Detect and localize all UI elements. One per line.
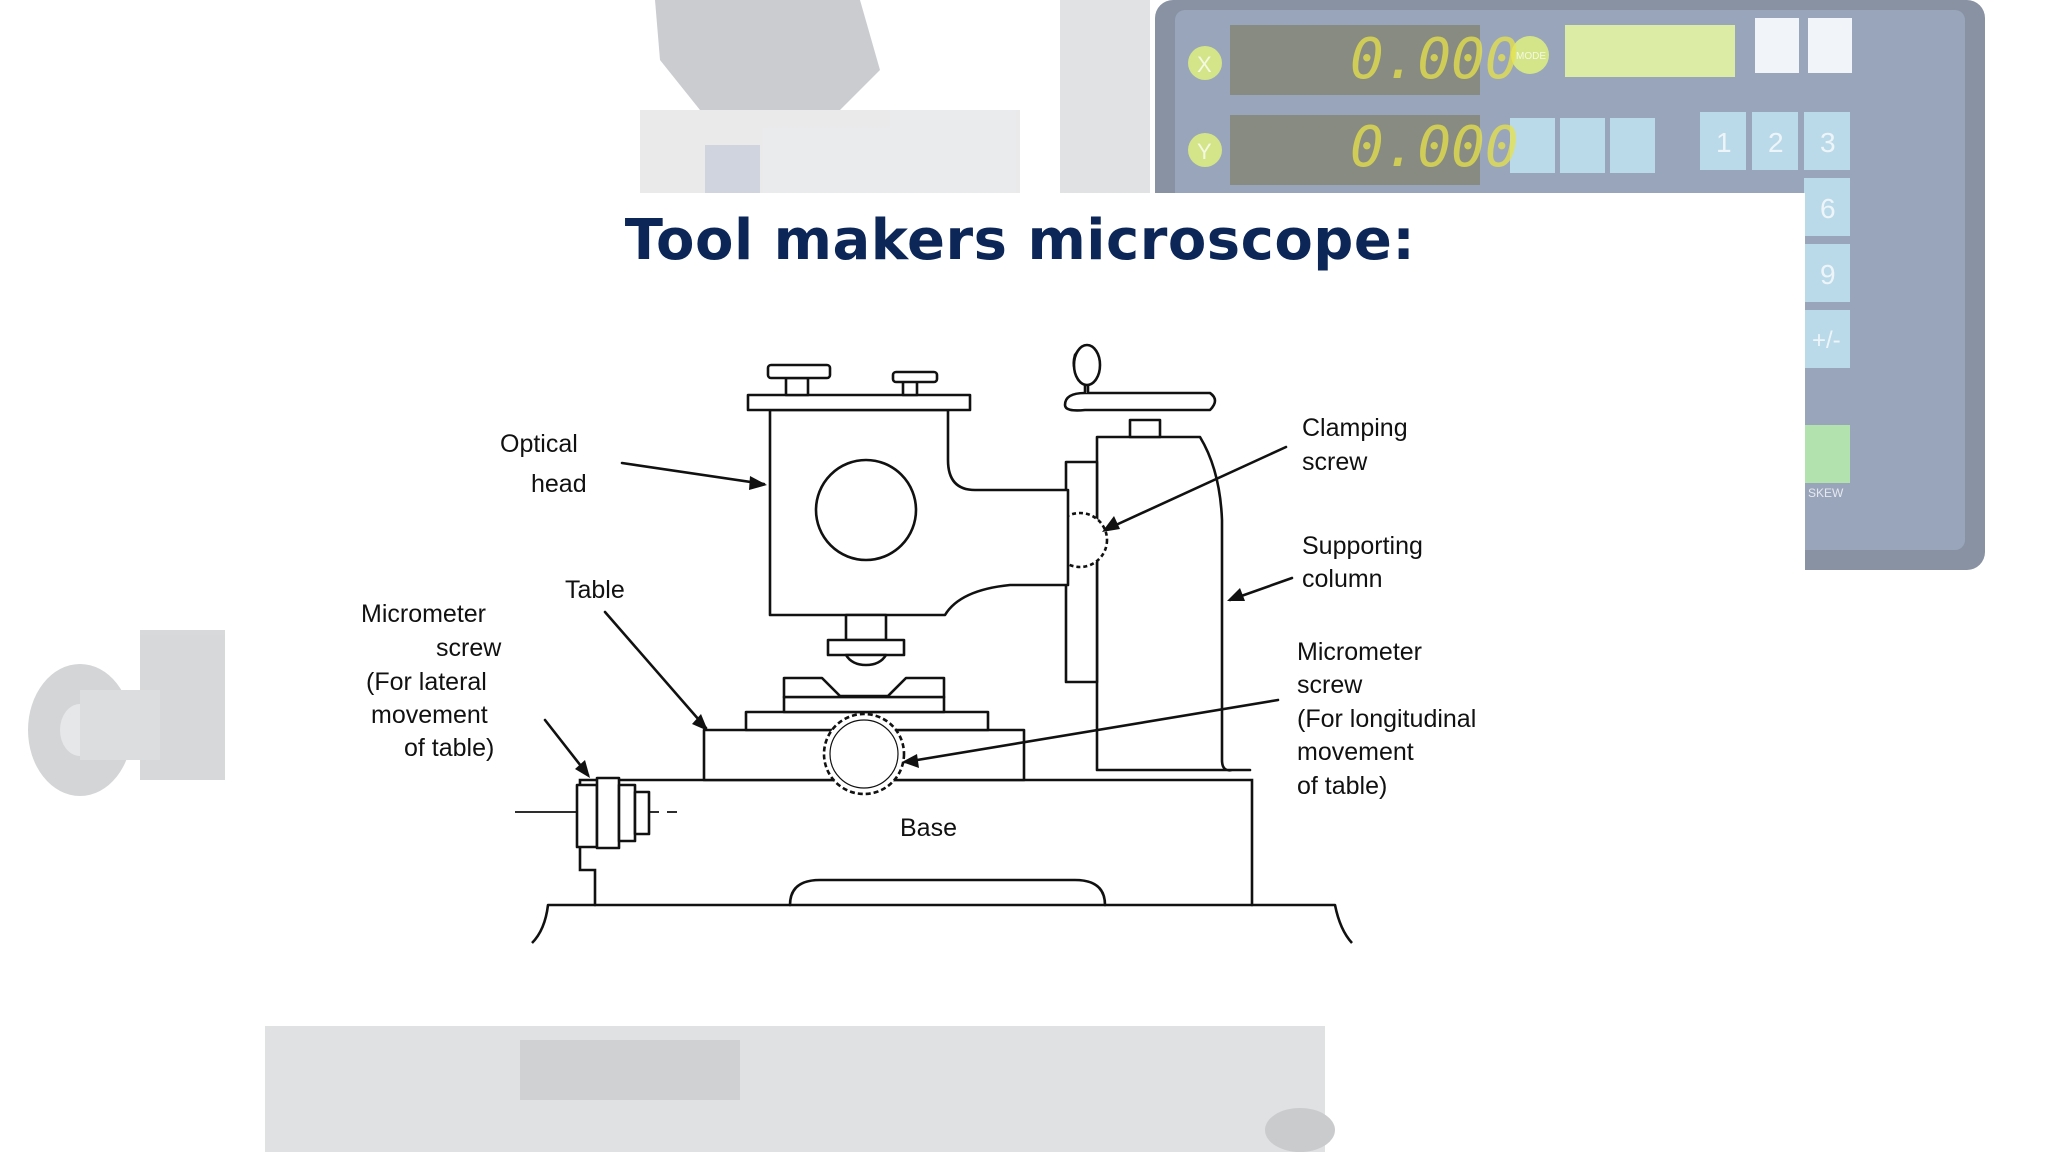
key-9: 9 (1820, 259, 1836, 290)
lateral-micrometer-drum (515, 776, 685, 850)
label-table: Table (565, 576, 625, 604)
label-micrometer-long-3: (For longitudinal (1297, 705, 1476, 733)
dro-x-label: X (1197, 52, 1212, 77)
label-supporting-column-2: column (1302, 565, 1383, 593)
label-micrometer-long-4: movement (1297, 738, 1414, 766)
key-plus-minus: +/- (1812, 327, 1841, 354)
label-clamping-screw-2: screw (1302, 448, 1368, 476)
key-1: 1 (1716, 127, 1732, 158)
optical-head (746, 363, 1070, 667)
base-slot (788, 878, 1107, 907)
longitudinal-micrometer-knob (822, 712, 906, 796)
key-3: 3 (1820, 127, 1836, 158)
label-clamping-screw-1: Clamping (1302, 414, 1408, 442)
label-micrometer-long-5: of table) (1297, 772, 1387, 800)
label-micrometer-lateral-1: Micrometer (361, 600, 486, 628)
label-base: Base (900, 814, 957, 842)
label-micrometer-long-1: Micrometer (1297, 638, 1422, 666)
label-micrometer-lateral-5: of table) (404, 734, 494, 762)
base-foot (531, 903, 1353, 944)
skew-label: SKEW (1808, 486, 1844, 500)
slide-title: Tool makers microscope: (624, 208, 1416, 273)
key-6: 6 (1820, 193, 1836, 224)
dro-y-value: 0.000 (1350, 115, 1519, 180)
dro-y-label: Y (1197, 139, 1212, 164)
label-optical-head-2: head (531, 470, 587, 498)
label-micrometer-lateral-3: (For lateral (366, 668, 487, 696)
leader-lines (543, 445, 1294, 778)
supporting-column (1063, 343, 1252, 772)
dro-mode-label: MODE (1516, 51, 1546, 62)
slide-panel (225, 193, 1805, 1026)
label-micrometer-lateral-2: screw (436, 634, 502, 662)
label-micrometer-lateral-4: movement (371, 701, 488, 729)
label-micrometer-long-2: screw (1297, 671, 1363, 699)
microscope-photo (28, 0, 1335, 1152)
label-supporting-column-1: Supporting (1302, 532, 1423, 560)
dro-x-value: 0.000 (1350, 27, 1519, 92)
label-optical-head-1: Optical (500, 430, 578, 458)
key-2: 2 (1768, 127, 1784, 158)
